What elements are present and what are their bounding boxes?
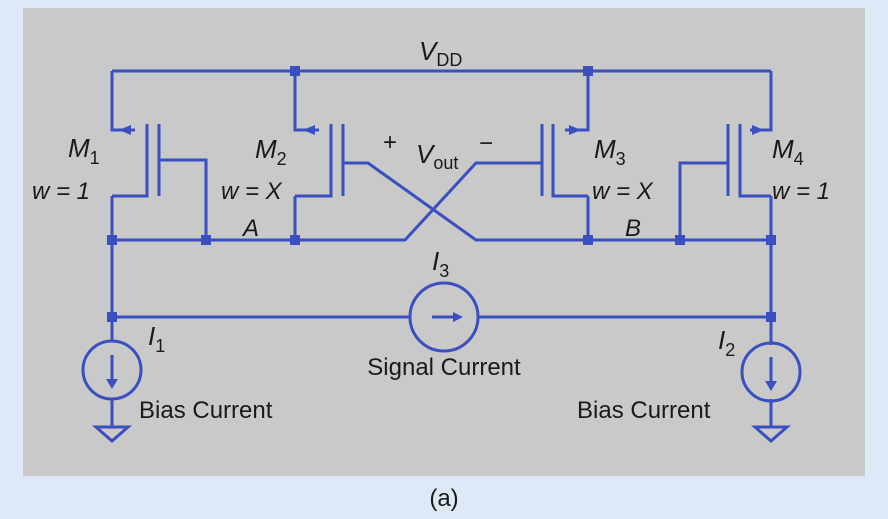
vout-minus: − bbox=[479, 130, 493, 157]
junction-dots bbox=[107, 66, 776, 322]
schematic-panel bbox=[23, 8, 865, 476]
ground-symbols bbox=[92, 425, 791, 443]
m3-width: w = X bbox=[592, 178, 654, 205]
m4-label: M4 bbox=[772, 134, 804, 169]
ground-icon-right bbox=[751, 425, 791, 443]
node-a-label: A bbox=[241, 215, 259, 242]
current-source-i2 bbox=[740, 341, 802, 403]
figure-caption: (a) bbox=[429, 485, 458, 512]
i3-caption: Signal Current bbox=[367, 354, 521, 381]
source-arrows bbox=[119, 125, 764, 135]
m3-label: M3 bbox=[594, 134, 626, 169]
ground-icon-left bbox=[92, 425, 132, 443]
i3-label: I3 bbox=[432, 246, 449, 281]
current-source-arrowheads bbox=[106, 312, 777, 391]
current-source-i3 bbox=[408, 281, 480, 353]
m1-width: w = 1 bbox=[32, 178, 90, 205]
i2-label: I2 bbox=[718, 325, 735, 360]
m2-label: M2 bbox=[255, 134, 287, 169]
vout-label: Vout bbox=[416, 139, 458, 173]
i1-label: I1 bbox=[148, 321, 165, 356]
m1-label: M1 bbox=[68, 133, 100, 168]
i1-caption: Bias Current bbox=[139, 397, 273, 424]
m2-width: w = X bbox=[221, 178, 283, 205]
vout-plus: + bbox=[383, 129, 397, 156]
current-source-i1 bbox=[81, 339, 143, 401]
m4-width: w = 1 bbox=[772, 178, 830, 205]
vdd-label: VDD bbox=[419, 36, 462, 70]
i2-caption: Bias Current bbox=[577, 397, 711, 424]
node-b-label: B bbox=[625, 215, 641, 242]
